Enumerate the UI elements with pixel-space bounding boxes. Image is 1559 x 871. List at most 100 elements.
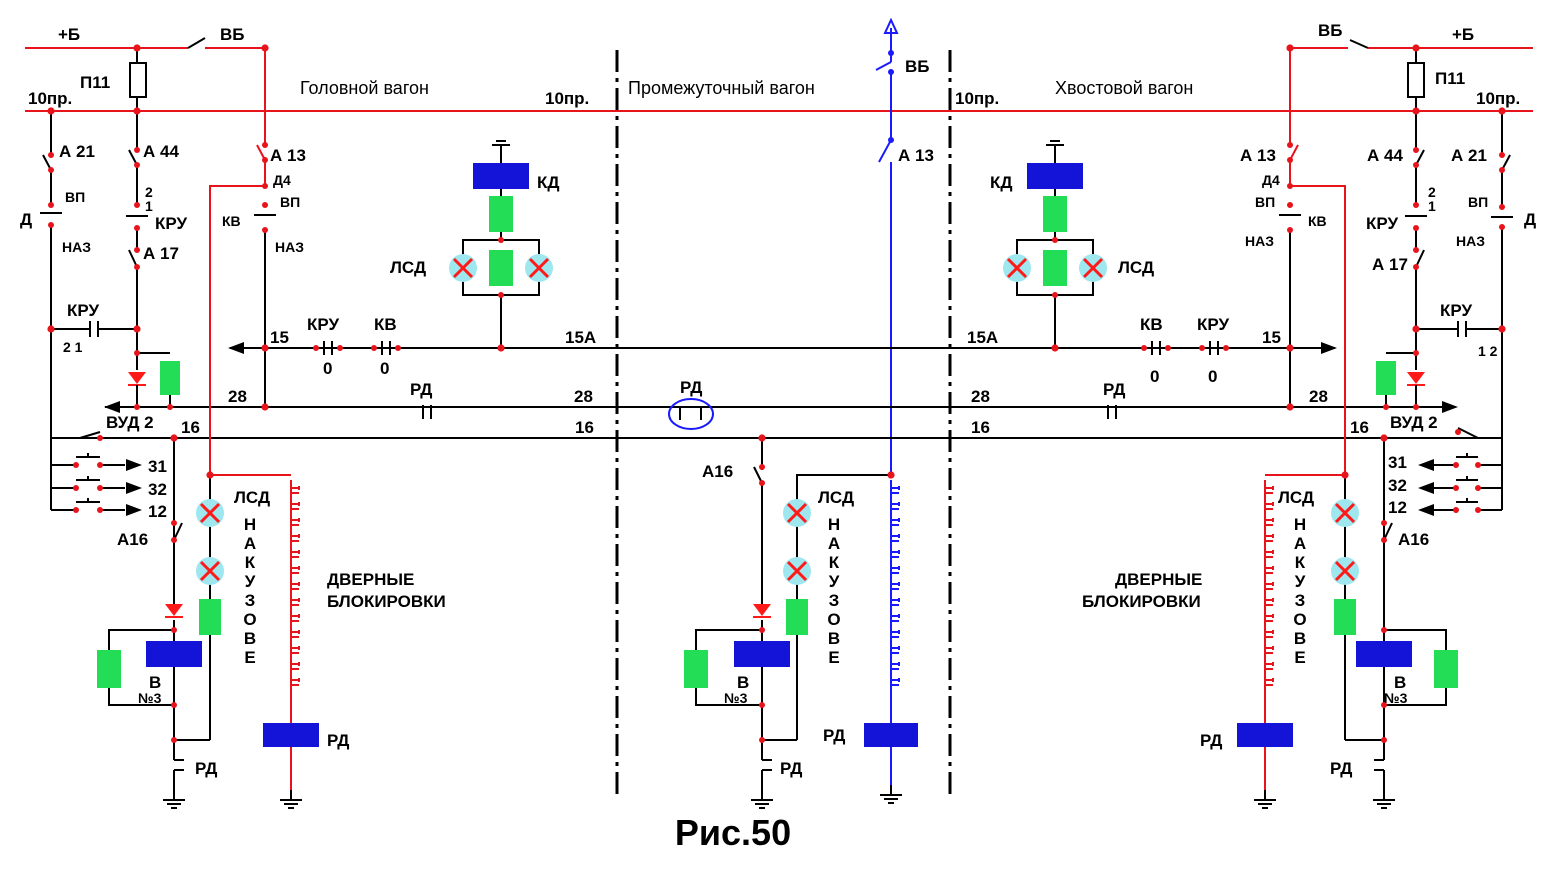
junction-dot — [167, 404, 173, 410]
na-kuzove-letter: О — [243, 610, 256, 629]
label-15: 15 — [270, 328, 289, 347]
junction-dot — [170, 434, 178, 442]
lsd-feed — [1265, 185, 1346, 476]
switch-contact — [262, 157, 268, 163]
label-a44: А 44 — [143, 142, 179, 161]
blue-node — [888, 50, 894, 56]
junction-dot — [262, 227, 268, 233]
junction-dot — [1286, 44, 1294, 52]
switch-contact — [1381, 537, 1387, 543]
label-rd: РД — [680, 378, 702, 397]
na-kuzove-letter: З — [245, 591, 256, 610]
junction-dot — [134, 202, 140, 208]
arrow-left — [1418, 504, 1434, 516]
junction-dot — [759, 737, 765, 743]
lsd-coil — [199, 599, 221, 635]
switch-contact — [1413, 264, 1419, 270]
label-pos-2: 2 — [1428, 184, 1436, 200]
rd-relay-left — [263, 723, 319, 747]
p11-fuse — [1407, 62, 1425, 98]
lamp-cross — [1082, 257, 1104, 279]
junction-dot — [1412, 107, 1420, 115]
label-kru: КРУ — [307, 315, 339, 334]
lamp-cross — [452, 257, 474, 279]
vud2-switch — [79, 431, 101, 439]
na-kuzove-letter: В — [828, 629, 840, 648]
label-pos-0: 0 — [323, 359, 332, 378]
lsd-group-coil — [1043, 250, 1067, 286]
junction-dot — [498, 237, 504, 243]
junction-dot — [887, 471, 895, 479]
junction-dot — [1051, 344, 1059, 352]
label-a21: А 21 — [1451, 146, 1487, 165]
junction-dot — [497, 344, 505, 352]
junction-dot — [1381, 627, 1387, 633]
arrow-right — [126, 504, 142, 516]
label-lsd: ЛСД — [1278, 488, 1314, 507]
switch-contact — [262, 142, 268, 148]
junction-dot — [134, 350, 140, 356]
junction-dot — [313, 345, 319, 351]
label-28: 28 — [1309, 387, 1328, 406]
label-kv: КВ — [222, 213, 241, 229]
arrow-right — [126, 482, 142, 494]
junction-dot — [1287, 202, 1293, 208]
junction-dot — [1287, 227, 1293, 233]
label-kru: КРУ — [155, 214, 187, 233]
junction-dot — [133, 325, 141, 333]
label-rd: РД — [823, 726, 845, 745]
junction-dot — [97, 435, 103, 441]
na-kuzove-letter: Е — [1294, 648, 1305, 667]
label-pos-0: 0 — [1150, 367, 1159, 386]
label-naz: НАЗ — [1456, 233, 1485, 249]
lamp-cross — [199, 560, 221, 582]
a16-switch — [173, 522, 183, 541]
label-16: 16 — [971, 418, 990, 437]
label-28: 28 — [228, 387, 247, 406]
label-15a: 15А — [967, 328, 998, 347]
junction-dot — [1383, 404, 1389, 410]
label-kru: КРУ — [67, 301, 99, 320]
label-10pr: 10пр. — [28, 89, 72, 108]
p11-fuse — [129, 62, 147, 98]
junction-dot — [1453, 462, 1459, 468]
junction-dot — [171, 702, 177, 708]
junction-dot — [134, 404, 140, 410]
rd-relay-right — [1237, 723, 1293, 747]
junction-dot — [1499, 224, 1505, 230]
vud2-diode — [128, 372, 146, 384]
junction-dot — [1286, 344, 1294, 352]
junction-dot — [1498, 325, 1506, 333]
kd-relay — [473, 163, 529, 189]
junction-dot — [48, 202, 54, 208]
lsd-coil — [786, 599, 808, 635]
junction-dot — [498, 292, 504, 298]
junction-dot — [97, 462, 103, 468]
switch-contact — [171, 537, 177, 543]
switch-contact — [1413, 162, 1419, 168]
lamp-cross — [1006, 257, 1028, 279]
na-kuzove-letter: Н — [1294, 515, 1306, 534]
label-pos-0: 0 — [380, 359, 389, 378]
arrow-right — [1321, 342, 1337, 354]
label-28: 28 — [574, 387, 593, 406]
junction-dot — [1413, 350, 1419, 356]
label-d4: Д4 — [1262, 172, 1280, 188]
arrow-left — [1418, 459, 1434, 471]
rd-contact-ring — [668, 398, 714, 430]
junction-dot — [48, 222, 54, 228]
label-rd: РД — [1103, 380, 1125, 399]
lamp-cross — [786, 502, 808, 524]
label-vp: ВП — [65, 189, 85, 205]
vb-switch — [187, 37, 206, 49]
b3-relay-mid — [734, 641, 790, 667]
junction-dot — [1380, 434, 1388, 442]
junction-dot — [1413, 404, 1419, 410]
junction-dot — [47, 325, 55, 333]
switch-contact — [1287, 142, 1293, 148]
label-door-locks-1: ДВЕРНЫЕ — [327, 570, 414, 589]
label-vp: ВП — [280, 194, 300, 210]
junction-dot — [206, 471, 214, 479]
arrow-left — [1418, 482, 1434, 494]
label-a13: А 13 — [1240, 146, 1276, 165]
